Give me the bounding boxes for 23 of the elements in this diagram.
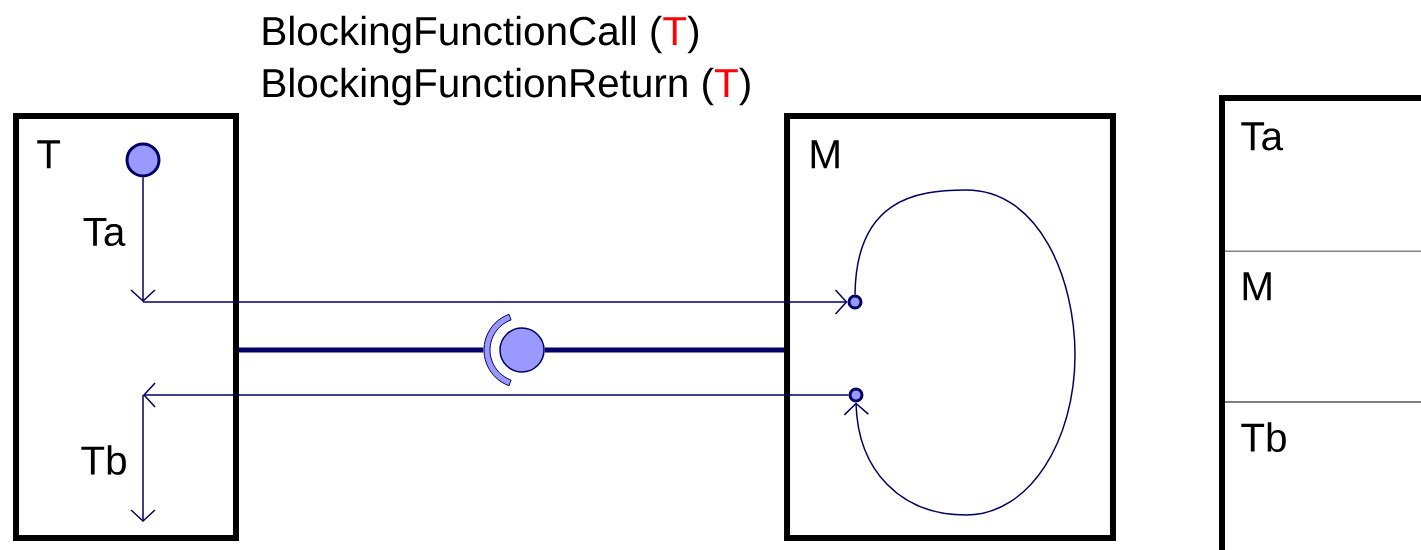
row-label: M: [1243, 272, 1271, 301]
start-circle: [125, 142, 161, 178]
label: T: [714, 69, 738, 97]
heading-text: BlockingFunctionReturn (T): [263, 67, 750, 106]
arrow: [843, 189, 1076, 516]
edge-label: Tb: [78, 443, 130, 477]
row-label: Ta: [1241, 122, 1284, 151]
edge-label: Ta: [80, 216, 128, 248]
label: ): [738, 67, 750, 106]
arrow: [130, 382, 850, 522]
connector-line: [544, 347, 785, 353]
ball-and-socket-symbol: [483, 313, 545, 387]
arrow: [130, 176, 848, 315]
row-label: Tb: [1241, 422, 1286, 452]
label: (: [651, 15, 663, 54]
label: ): [687, 15, 699, 54]
label: BlockingFunctionReturn: [263, 67, 687, 106]
label: (: [703, 67, 714, 106]
label: BlockingFunctionCall: [263, 15, 635, 54]
component-box: M: [784, 113, 1116, 541]
connector-line: [239, 347, 484, 353]
label: T: [663, 17, 687, 45]
heading-text: BlockingFunctionCall (T): [263, 15, 699, 54]
